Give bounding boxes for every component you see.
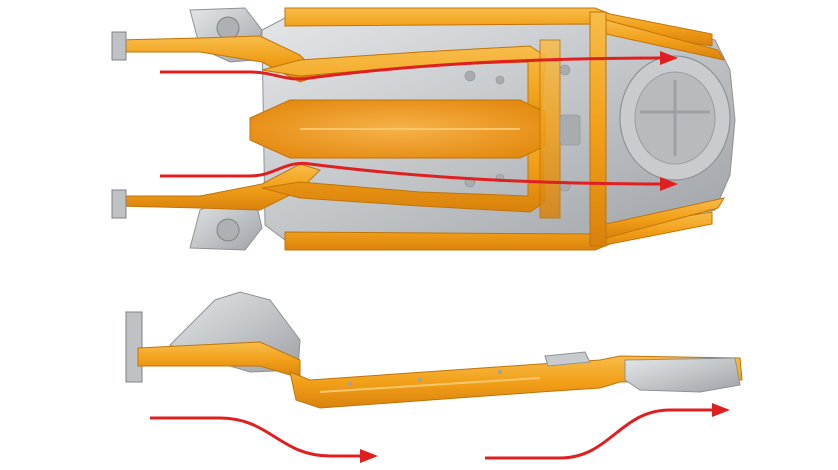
side-view-frame <box>125 291 743 409</box>
side-arrow-rear <box>485 408 712 460</box>
top-arrow-upper <box>160 56 661 81</box>
top-arrow-lower <box>160 161 661 186</box>
top-view-arrows <box>160 56 661 186</box>
top-view-frame <box>111 7 736 251</box>
side-arrowhead-rear <box>712 403 730 417</box>
side-arrow-front <box>150 416 360 458</box>
top-arrowhead-upper <box>660 51 678 65</box>
side-view-arrows <box>150 408 712 460</box>
side-rear-floor <box>624 357 741 393</box>
top-arrowhead-lower <box>660 177 678 191</box>
top-rear-crossmember <box>589 11 607 247</box>
side-bumper-mount <box>125 311 143 383</box>
top-front-rail-lower <box>117 163 321 211</box>
side-arrowhead-front <box>360 449 378 463</box>
